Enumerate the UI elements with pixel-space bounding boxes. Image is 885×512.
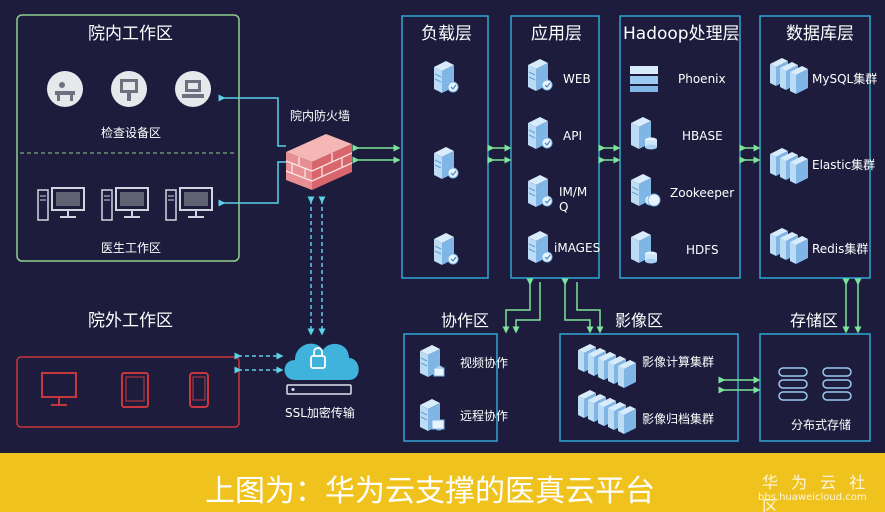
imaging-item-archive: 影像归档集群 bbox=[642, 412, 715, 426]
mysql-cluster-icon bbox=[770, 58, 808, 94]
doctor-computer-icon bbox=[37, 187, 85, 221]
firewall-label: 院内防火墙 bbox=[290, 109, 351, 123]
imaging-title: 影像区 bbox=[615, 311, 664, 330]
collab-item-video: 视频协作 bbox=[460, 356, 509, 370]
imaging-archive-cluster-icon bbox=[578, 390, 636, 434]
zookeeper-icon bbox=[630, 173, 661, 207]
doctor-computer-icon bbox=[165, 187, 213, 221]
app-item-web: WEB bbox=[563, 72, 591, 86]
mq-server-icon bbox=[527, 174, 553, 208]
app-item-images: iMAGES bbox=[554, 241, 601, 255]
firewall-icon bbox=[285, 134, 353, 190]
video-collab-icon bbox=[419, 344, 445, 378]
db-item-mysql: MySQL集群 bbox=[812, 72, 878, 86]
external-monitor-icon bbox=[41, 372, 77, 406]
doctor-area-label: 医生工作区 bbox=[101, 241, 162, 255]
collab-item-remote: 远程协作 bbox=[460, 409, 509, 423]
app-item-api: API bbox=[563, 129, 582, 143]
remote-collab-icon bbox=[419, 398, 445, 432]
inspection-area-label: 检查设备区 bbox=[101, 126, 162, 140]
app-layer-title: 应用层 bbox=[531, 24, 582, 44]
app-item-imm: IM/M bbox=[559, 185, 588, 199]
internal-zone-border bbox=[16, 14, 240, 262]
hdfs-icon bbox=[631, 231, 657, 264]
caption-bar bbox=[0, 453, 885, 512]
hadoop-item-hbase: HBASE bbox=[682, 129, 723, 143]
storage-item-distributed: 分布式存储 bbox=[791, 418, 852, 432]
inspection-device-icon bbox=[47, 71, 83, 107]
distributed-storage-icon bbox=[778, 367, 852, 401]
redis-cluster-icon bbox=[770, 228, 808, 264]
inspection-device-icon bbox=[111, 71, 147, 107]
hadoop-layer-title: Hadoop处理层 bbox=[623, 24, 740, 44]
app-item-q: Q bbox=[559, 200, 569, 214]
load-layer-title: 负载层 bbox=[421, 24, 472, 44]
load-server-icon bbox=[433, 232, 459, 266]
images-server-icon bbox=[527, 230, 553, 264]
inspection-device-icon bbox=[175, 71, 211, 107]
internal-zone-title: 院内工作区 bbox=[88, 24, 173, 44]
hadoop-item-hdfs: HDFS bbox=[686, 243, 719, 257]
hadoop-item-zookeeper: Zookeeper bbox=[670, 186, 735, 200]
diagram-canvas bbox=[16, 14, 871, 442]
doctor-computer-icon bbox=[101, 187, 149, 221]
hbase-icon bbox=[631, 117, 657, 150]
storage-title: 存储区 bbox=[790, 311, 839, 330]
db-item-redis: Redis集群 bbox=[812, 242, 869, 256]
caption-title: 上图为：华为云支撑的医真云平台 bbox=[205, 474, 655, 509]
db-item-elastic: Elastic集群 bbox=[812, 158, 876, 172]
collab-title: 协作区 bbox=[441, 311, 490, 330]
external-phone-icon bbox=[189, 372, 209, 408]
external-zone-border bbox=[16, 356, 240, 428]
hadoop-item-phoenix: Phoenix bbox=[678, 72, 726, 86]
external-tablet-icon bbox=[121, 372, 149, 408]
imaging-compute-cluster-icon bbox=[578, 344, 636, 388]
external-zone-title: 院外工作区 bbox=[88, 311, 173, 331]
watermark-brand: 华 为 云 社 区 bbox=[762, 473, 870, 512]
load-server-icon bbox=[433, 146, 459, 180]
imaging-item-compute: 影像计算集群 bbox=[642, 355, 715, 369]
ssl-cloud-icon bbox=[284, 343, 359, 395]
elastic-cluster-icon bbox=[770, 148, 808, 184]
api-server-icon bbox=[527, 116, 553, 150]
web-server-icon bbox=[527, 58, 553, 92]
watermark-url: bbs.huaweicloud.com bbox=[758, 492, 867, 503]
app-layer-panel bbox=[510, 15, 600, 279]
db-layer-title: 数据库层 bbox=[786, 24, 854, 44]
collab-panel bbox=[403, 333, 498, 442]
ssl-label: SSL加密传输 bbox=[285, 406, 355, 420]
load-server-icon bbox=[433, 60, 459, 94]
phoenix-icon bbox=[630, 66, 658, 92]
